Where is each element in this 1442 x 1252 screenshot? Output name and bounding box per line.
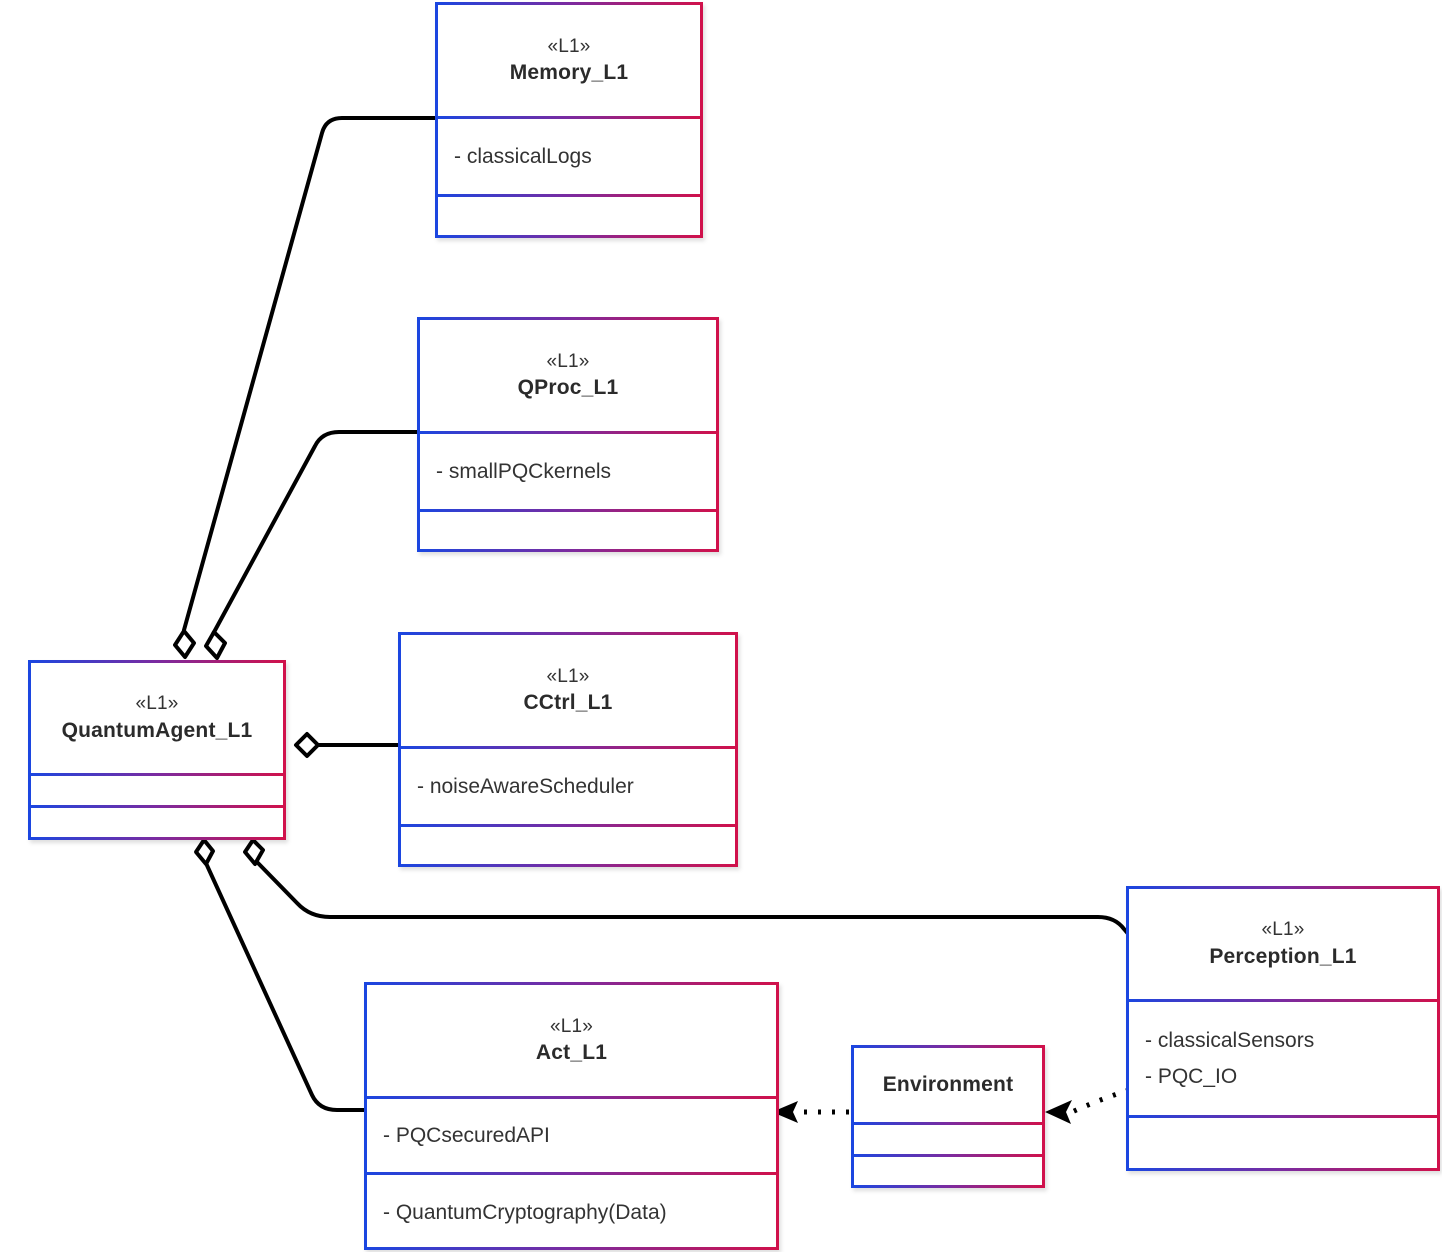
class-operations-act: - QuantumCryptography(Data): [367, 1172, 776, 1250]
attribute-row: - classicalSensors: [1145, 1028, 1315, 1052]
edge-quantumagent-memory: [182, 116, 439, 632]
class-header-qproc: «L1» QProc_L1: [420, 320, 716, 431]
edge-quantumagent-act: [203, 859, 368, 1112]
class-attributes-qproc: - smallPQCkernels: [420, 431, 716, 509]
aggregation-diamond-memory: [173, 629, 196, 659]
class-name: Act_L1: [535, 1041, 608, 1065]
class-stereotype: «L1»: [546, 350, 590, 372]
class-header-cctrl: «L1» CCtrl_L1: [401, 635, 735, 746]
attribute-row: - noiseAwareScheduler: [417, 774, 634, 798]
class-box-memory[interactable]: «L1» Memory_L1 - classicalLogs: [435, 2, 703, 238]
class-operations-quantumagent: [31, 805, 283, 837]
class-name: Perception_L1: [1209, 944, 1357, 968]
class-box-qproc[interactable]: «L1» QProc_L1 - smallPQCkernels: [417, 317, 719, 552]
attribute-row: - PQCsecuredAPI: [383, 1123, 550, 1147]
edge-quantumagent-perception: [254, 859, 1148, 957]
attribute-row: - QuantumCryptography(Data): [383, 1200, 667, 1224]
class-name: QProc_L1: [517, 376, 619, 400]
class-name: Environment: [882, 1072, 1014, 1096]
class-header-perception: «L1» Perception_L1: [1129, 889, 1437, 999]
class-attributes-perception: - classicalSensors - PQC_IO: [1129, 999, 1437, 1115]
class-attributes-quantumagent: [31, 773, 283, 805]
attribute-row: - PQC_IO: [1145, 1064, 1238, 1088]
class-name: CCtrl_L1: [523, 691, 613, 715]
class-box-act[interactable]: «L1» Act_L1 - PQCsecuredAPI - QuantumCry…: [364, 982, 779, 1250]
aggregation-diamond-qproc: [204, 630, 227, 660]
class-operations-memory: [438, 194, 700, 235]
class-box-cctrl[interactable]: «L1» CCtrl_L1 - noiseAwareScheduler: [398, 632, 738, 867]
class-stereotype: «L1»: [546, 665, 590, 687]
aggregation-diamond-act: [194, 838, 215, 866]
class-operations-perception: [1129, 1115, 1437, 1168]
class-header-quantumagent: «L1» QuantumAgent_L1: [31, 663, 283, 773]
class-box-quantumagent[interactable]: «L1» QuantumAgent_L1: [28, 660, 286, 840]
aggregation-diamond-cctrl: [294, 732, 320, 758]
class-attributes-act: - PQCsecuredAPI: [367, 1096, 776, 1172]
edge-quantumagent-qproc: [211, 430, 421, 636]
aggregation-diamond-perception: [243, 838, 265, 866]
class-header-act: «L1» Act_L1: [367, 985, 776, 1096]
class-operations-environment: [854, 1154, 1042, 1186]
class-operations-qproc: [420, 509, 716, 549]
class-header-memory: «L1» Memory_L1: [438, 5, 700, 116]
class-stereotype: «L1»: [1261, 919, 1305, 940]
class-stereotype: «L1»: [135, 693, 179, 714]
class-name: QuantumAgent_L1: [61, 718, 253, 742]
arrowhead-perception-environment: [1045, 1100, 1072, 1124]
class-attributes-memory: - classicalLogs: [438, 116, 700, 194]
class-stereotype: «L1»: [549, 1015, 594, 1037]
class-header-environment: Environment: [854, 1048, 1042, 1122]
attribute-row: - smallPQCkernels: [436, 459, 612, 483]
edge-perception-environment: [1070, 1087, 1130, 1115]
class-box-perception[interactable]: «L1» Perception_L1 - classicalSensors - …: [1126, 886, 1440, 1171]
class-attributes-cctrl: - noiseAwareScheduler: [401, 746, 735, 824]
class-name: Memory_L1: [509, 61, 629, 85]
class-stereotype: «L1»: [547, 35, 591, 57]
class-operations-cctrl: [401, 824, 735, 864]
class-attributes-environment: [854, 1122, 1042, 1154]
class-box-environment[interactable]: Environment: [851, 1045, 1045, 1188]
attribute-row: - classicalLogs: [454, 144, 592, 168]
